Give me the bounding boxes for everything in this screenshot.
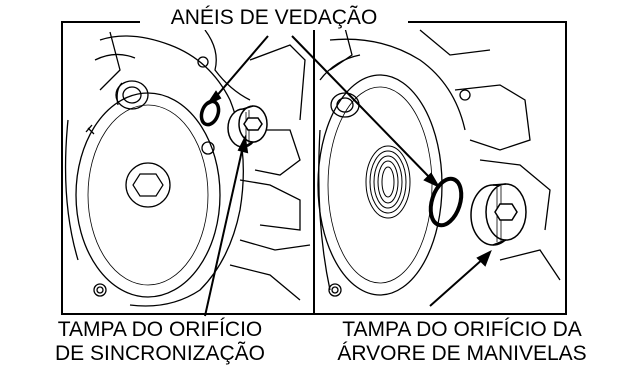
crankshaft-hole-cap-label: TAMPA DO ORIFÍCIO DA ÁRVORE DE MANIVELAS — [312, 318, 612, 366]
leader-left-ring — [213, 35, 269, 100]
crankshaft-hole-cap — [470, 183, 527, 246]
timing-hole-cap — [227, 105, 268, 148]
leader-lines — [204, 35, 492, 317]
leader-crankshaft-cap — [429, 257, 485, 307]
leader-timing-cap — [204, 145, 244, 317]
timing-hole-cap-label: TAMPA DO ORIFÍCIO DE SINCRONIZAÇÃO — [10, 318, 310, 366]
sealing-rings-label: ANÉIS DE VEDAÇÃO — [140, 6, 408, 30]
crankshaft-hole-thread — [365, 145, 411, 219]
timing-hole-cap-label-line1: TAMPA DO ORIFÍCIO — [57, 318, 263, 341]
leader-right-ring — [291, 35, 433, 181]
crankshaft-hole-cap-label-line2: ÁRVORE DE MANIVELAS — [337, 342, 587, 365]
crankshaft-hole-cap-label-line1: TAMPA DO ORIFÍCIO DA — [342, 318, 582, 341]
right-sealing-ring — [428, 176, 464, 228]
left-panel — [64, 29, 311, 307]
timing-hole-cap-label-line2: DE SINCRONIZAÇÃO — [54, 342, 266, 365]
